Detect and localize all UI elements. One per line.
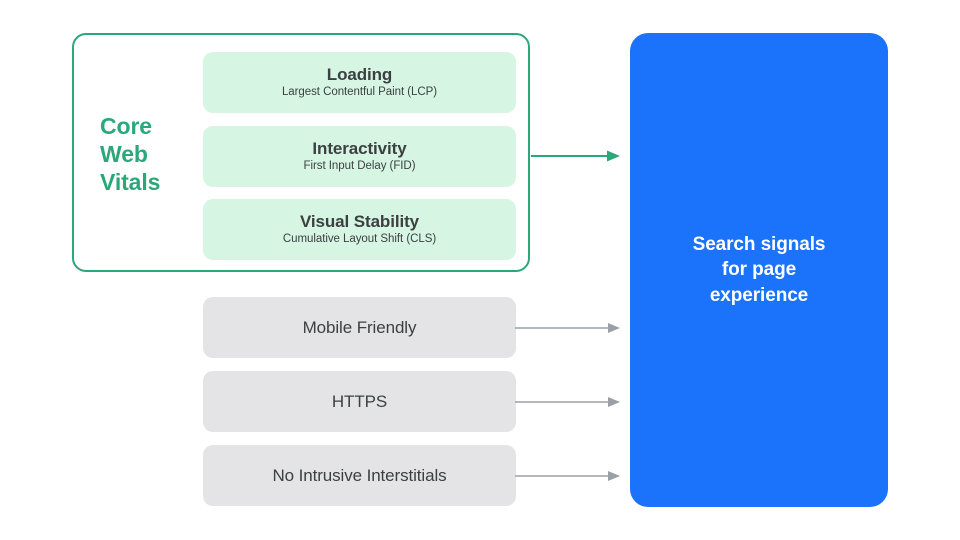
signal-label: Mobile Friendly (302, 317, 417, 337)
search-signals-panel[interactable]: Search signals for page experience (630, 33, 888, 507)
metric-card-loading[interactable]: Loading Largest Contentful Paint (LCP) (203, 52, 516, 113)
search-signals-panel-label: Search signals for page experience (692, 233, 826, 306)
signal-label: HTTPS (331, 391, 388, 411)
core-web-vitals-group-label: Core Web Vitals (100, 113, 161, 196)
signal-card-https[interactable]: HTTPS (203, 371, 516, 432)
signal-label: No Intrusive Interstitials (272, 465, 447, 485)
metric-title: Loading (326, 64, 393, 84)
metric-title: Interactivity (312, 138, 407, 158)
metric-subtitle: Cumulative Layout Shift (CLS) (282, 233, 437, 246)
metric-subtitle: First Input Delay (FID) (303, 160, 416, 173)
arrow-https-to-panel (515, 397, 620, 407)
metric-card-interactivity[interactable]: Interactivity First Input Delay (FID) (203, 126, 516, 187)
arrow-core-web-vitals-to-panel (531, 150, 620, 162)
signal-card-mobile-friendly[interactable]: Mobile Friendly (203, 297, 516, 358)
arrow-mobile-friendly-to-panel (515, 323, 620, 333)
arrow-no-intrusive-interstitials-to-panel (515, 471, 620, 481)
metric-subtitle: Largest Contentful Paint (LCP) (281, 86, 438, 99)
metric-card-visual-stability[interactable]: Visual Stability Cumulative Layout Shift… (203, 199, 516, 260)
metric-title: Visual Stability (299, 211, 420, 231)
signal-card-no-intrusive-interstitials[interactable]: No Intrusive Interstitials (203, 445, 516, 506)
